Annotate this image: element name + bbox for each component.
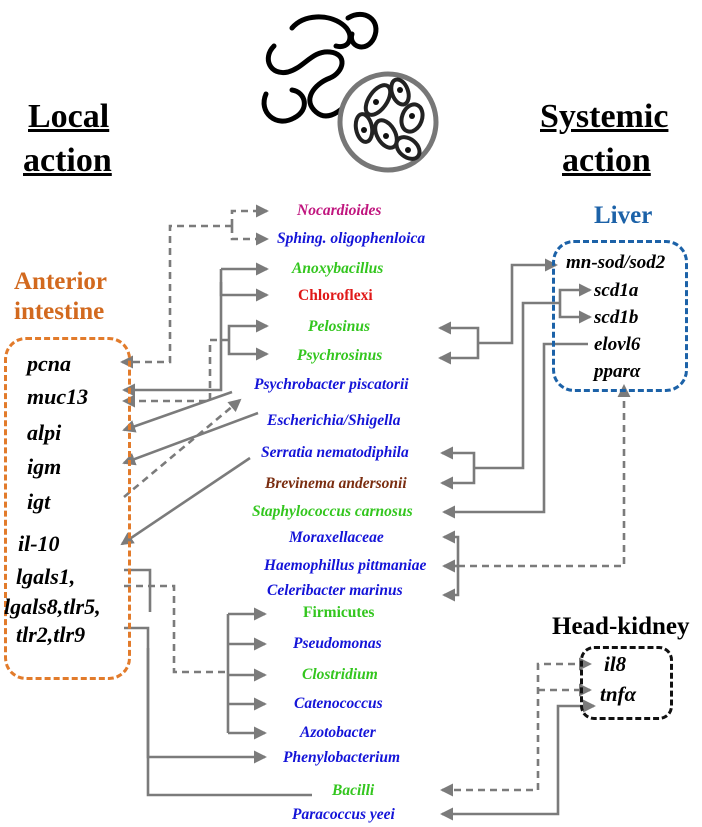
taxon-psychrosinus: Psychrosinus xyxy=(297,347,383,364)
gene-mn-sod: mn-sod/sod2 xyxy=(566,252,666,273)
gene-lgals-line1: lgals1, xyxy=(16,564,76,589)
liver-box xyxy=(552,240,688,392)
gene-ppara: pparα xyxy=(594,361,641,382)
taxon-clostridium: Clostridium xyxy=(302,666,378,683)
arrow-to-brevinema-right xyxy=(440,468,476,490)
arrow-escherichia-igm xyxy=(122,411,259,466)
arrow-lgals-solid xyxy=(124,568,152,612)
gene-scd1b: scd1b xyxy=(594,307,639,328)
arrow-bacilli-il8 xyxy=(440,657,592,797)
gene-muc13: muc13 xyxy=(27,384,89,409)
taxon-phenylobacterium: Phenylobacterium xyxy=(283,749,401,766)
head-kidney-label: Head-kidney xyxy=(552,613,690,640)
gene-il8: il8 xyxy=(604,652,627,676)
taxon-azotobacter: Azotobacter xyxy=(300,724,376,741)
arrow-staphylococcus-elovl6 xyxy=(442,342,588,519)
arrow-igt-escherichia xyxy=(123,398,242,498)
arrow-lgals-solid-2 xyxy=(124,626,312,797)
arrow-to-scd1b xyxy=(558,303,592,324)
arrow-dashed-to-muc13 xyxy=(122,338,229,408)
arrow-psychrobacter-alpi xyxy=(122,390,233,433)
arrow-to-pcna xyxy=(120,224,232,369)
arrow-to-ppara xyxy=(458,384,631,568)
arrow-to-mnsod xyxy=(478,258,558,345)
taxon-escherichia: Escherichia/Shigella xyxy=(267,412,401,429)
arrow-to-psychrosinus-right xyxy=(438,343,480,365)
gene-igm: igm xyxy=(27,454,62,479)
arrow-paracoccus-tnfa xyxy=(440,699,596,821)
gene-alpi: alpi xyxy=(27,420,62,445)
intestine-icon xyxy=(261,11,439,173)
gene-lgals-line3: tlr2,tlr9 xyxy=(16,622,86,647)
liver-label: Liver xyxy=(594,202,653,229)
gene-igt: igt xyxy=(27,489,51,514)
gene-pcna: pcna xyxy=(27,351,71,376)
taxon-anoxybacillus: Anoxybacillus xyxy=(292,260,384,277)
systemic-action-heading-line2: action xyxy=(562,142,651,179)
taxon-staphylococcus: Staphylococcus carnosus xyxy=(252,503,413,520)
arrow-to-celeribacter xyxy=(442,566,460,602)
taxon-catenococcus: Catenococcus xyxy=(294,695,383,712)
gene-tnfa: tnfα xyxy=(600,682,637,706)
anterior-intestine-label-line2: intestine xyxy=(14,298,105,325)
gene-il10: il-10 xyxy=(18,531,60,556)
arrow-to-nocardioides xyxy=(230,204,269,226)
arrow-to-pelosinus-right xyxy=(438,321,480,343)
taxon-pseudomonas: Pseudomonas xyxy=(293,635,382,652)
arrow-to-moraxellaceae xyxy=(442,530,460,566)
anterior-intestine-box xyxy=(4,337,131,680)
taxon-sphing: Sphing. oligophenloica xyxy=(277,230,426,247)
taxon-nocardioides: Nocardioides xyxy=(297,202,382,219)
local-action-heading-line1: Local xyxy=(28,98,110,135)
arrow-to-sphing xyxy=(230,226,269,246)
arrow-to-psychrosinus xyxy=(227,340,269,361)
taxon-moraxellaceae: Moraxellaceae xyxy=(289,529,384,546)
anterior-intestine-label-line1: Anterior xyxy=(14,268,108,295)
arrow-to-scd1a xyxy=(558,283,592,303)
head-kidney-box xyxy=(580,646,673,720)
systemic-action-heading-line1: Systemic xyxy=(540,98,669,135)
arrow-serratia-il10 xyxy=(120,456,251,546)
arrow-to-serratia-right xyxy=(440,446,476,468)
taxon-serratia: Serratia nematodiphila xyxy=(261,444,409,461)
taxon-pelosinus: Pelosinus xyxy=(308,318,371,335)
taxon-bacilli: Bacilli xyxy=(332,782,375,799)
gene-scd1a: scd1a xyxy=(594,280,639,301)
taxon-chloroflexi: Chloroflexi xyxy=(298,287,373,304)
gene-elovl6: elovl6 xyxy=(594,334,641,355)
taxon-psychrobacter: Psychrobacter piscatorii xyxy=(254,376,409,393)
taxon-paracoccus: Paracoccus yeei xyxy=(292,806,395,823)
taxon-celeribacter: Celeribacter marinus xyxy=(267,582,403,599)
arrow-to-muc13 xyxy=(122,282,223,397)
arrow-to-phenylobacterium xyxy=(146,648,267,764)
arrow-to-liver-scd xyxy=(474,301,560,470)
arrow-to-pelosinus xyxy=(227,319,269,340)
taxon-brevinema: Brevinema andersonii xyxy=(265,475,407,492)
taxon-firmicutes: Firmicutes xyxy=(303,604,375,621)
arrow-to-chloroflexi xyxy=(219,269,269,302)
gene-lgals-line2: lgals8,tlr5, xyxy=(4,594,101,619)
taxon-haemophillus: Haemophillus pittmaniae xyxy=(264,557,427,574)
local-action-heading-line2: action xyxy=(23,142,112,179)
